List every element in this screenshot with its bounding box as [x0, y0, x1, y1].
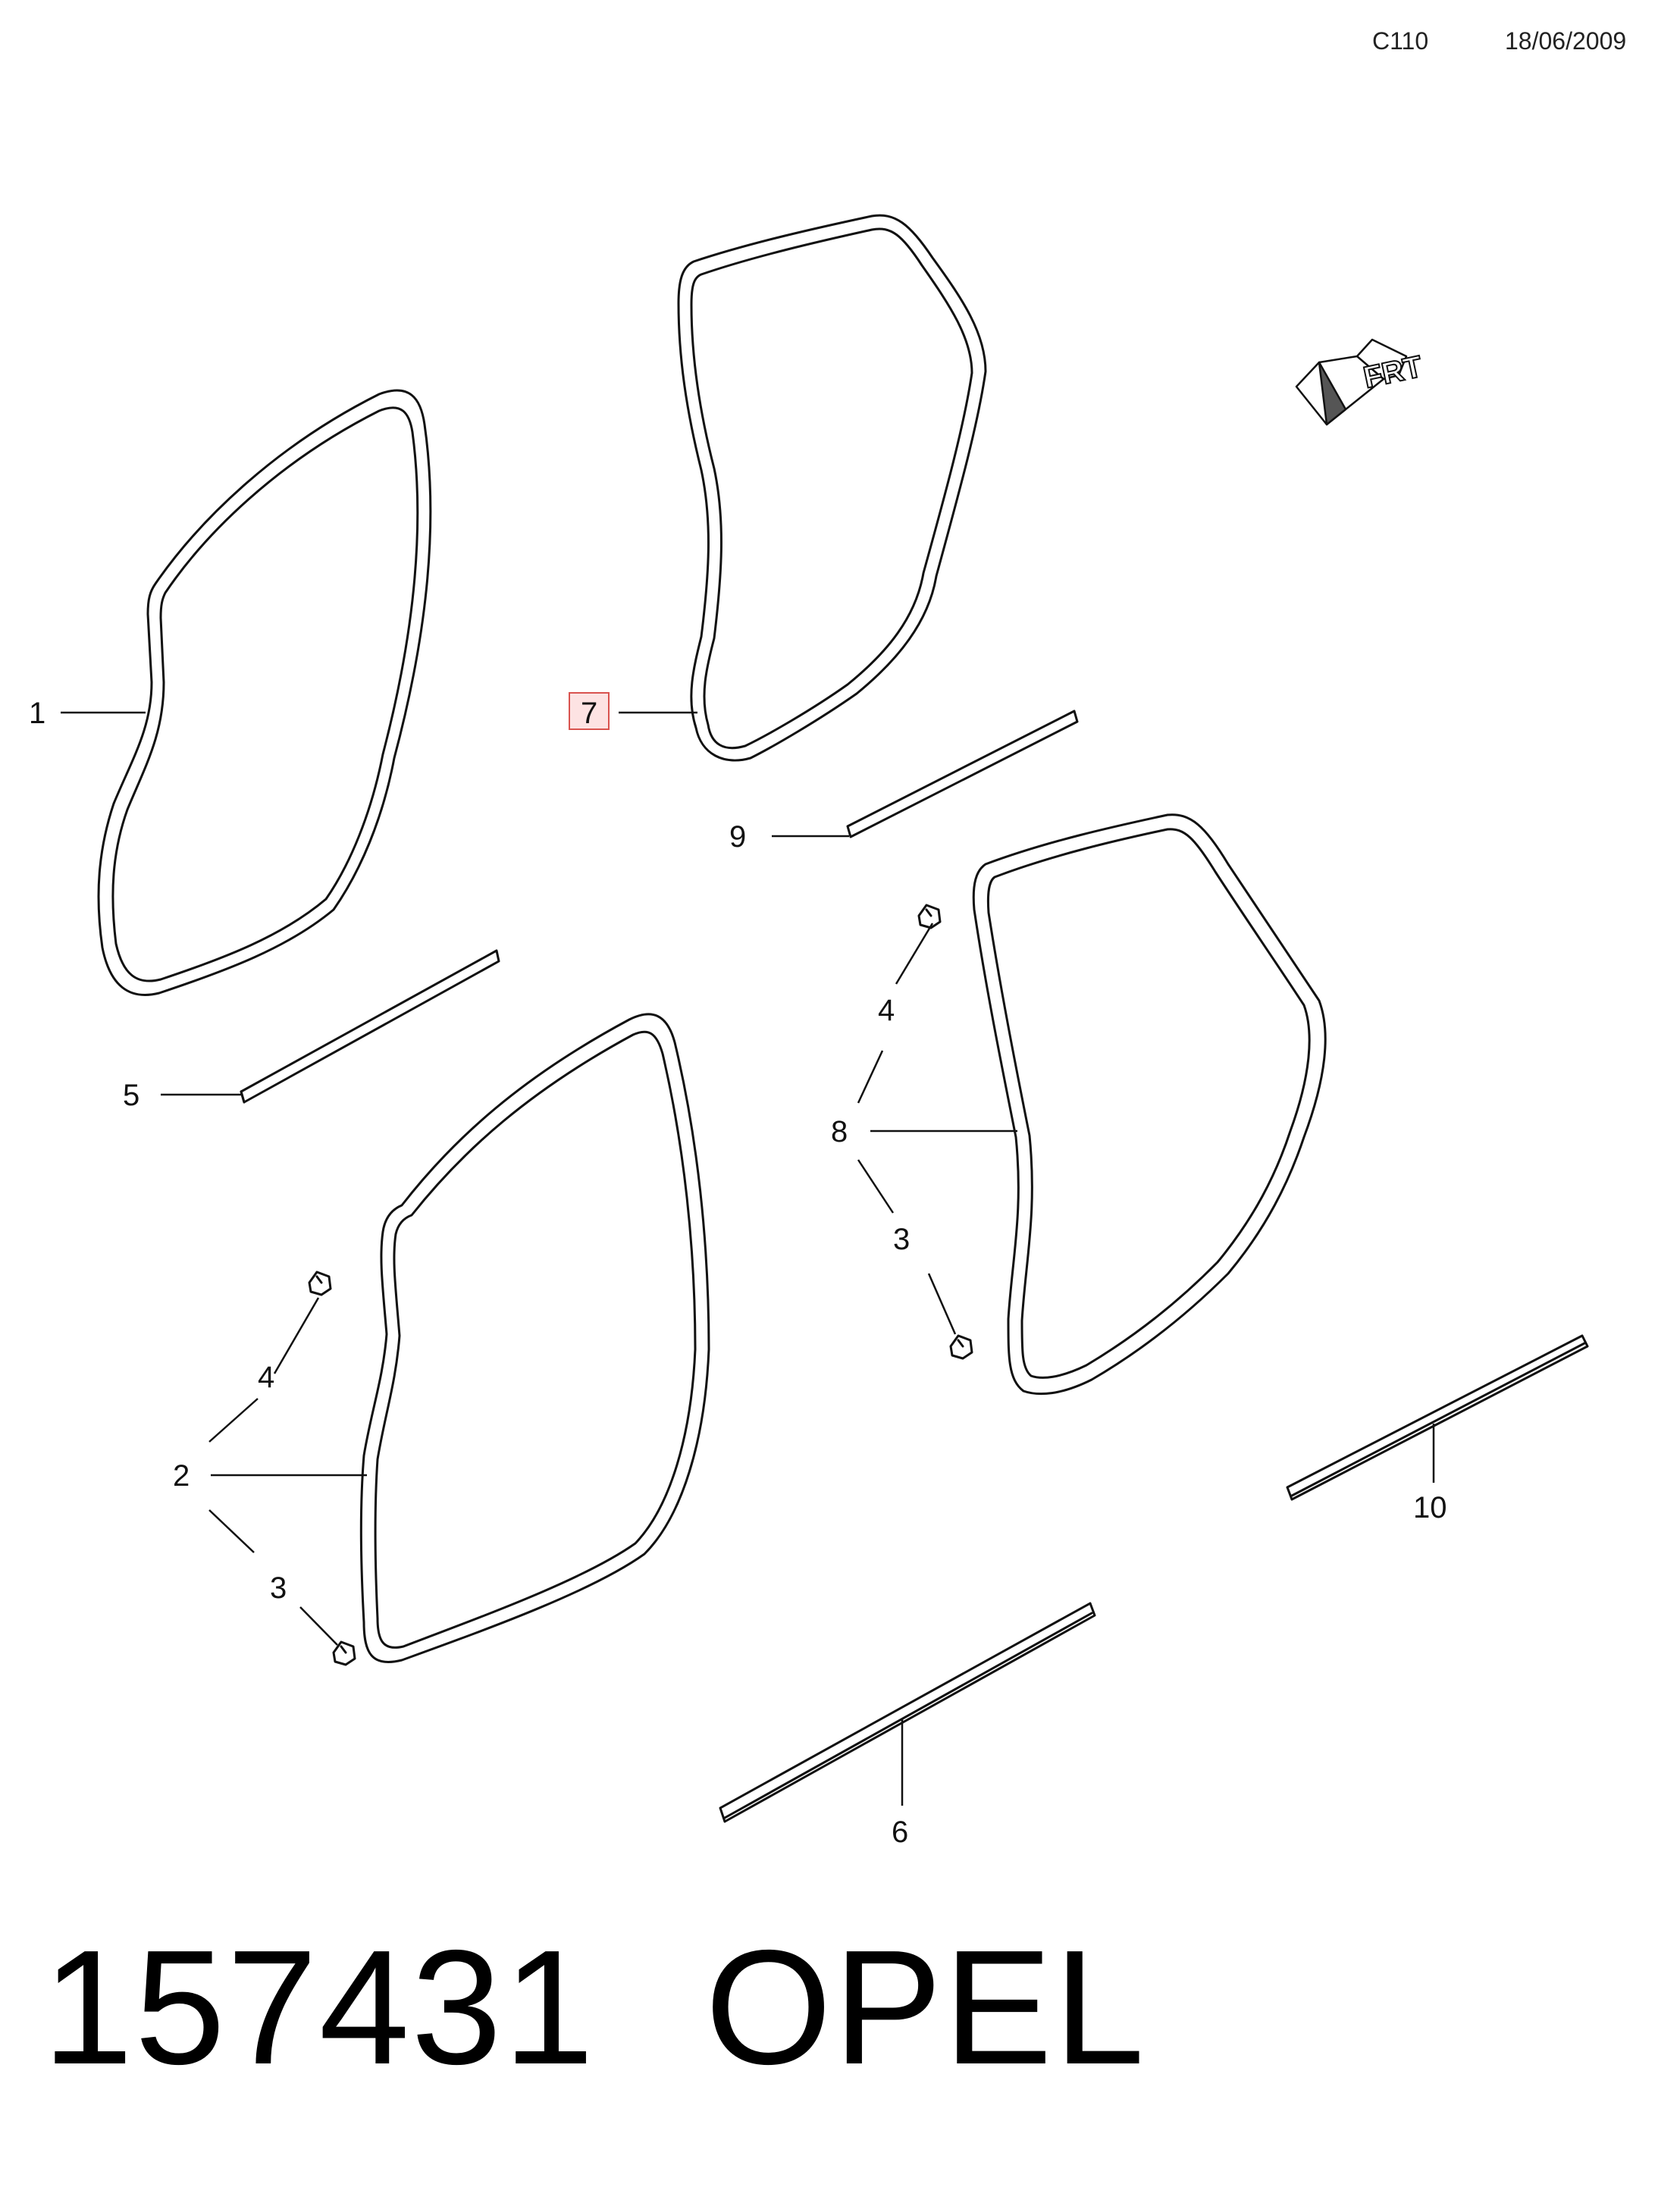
diagram-date: 18/06/2009 [1505, 27, 1627, 55]
callout-4-left[interactable]: 4 [258, 1361, 274, 1394]
door-seal-part-1[interactable] [97, 389, 432, 996]
callout-8[interactable]: 8 [831, 1115, 848, 1148]
clip-part-4-right[interactable] [917, 904, 942, 929]
sill-strip-part-6[interactable] [719, 1602, 1096, 1823]
sill-strip-part-5[interactable] [240, 949, 500, 1104]
part-number: 157431 [42, 1916, 596, 2098]
clip-part-4-left[interactable] [308, 1270, 332, 1296]
callout-7-highlight[interactable] [569, 692, 610, 730]
callout-3-left[interactable]: 3 [270, 1571, 287, 1605]
clip-part-3-left[interactable] [332, 1640, 356, 1666]
leader-lines [61, 711, 1435, 1806]
callout-9[interactable]: 9 [729, 820, 746, 854]
door-seal-part-2[interactable] [359, 1013, 710, 1664]
sill-strip-part-9[interactable] [846, 710, 1079, 838]
diagram-code: C110 [1372, 27, 1429, 55]
callout-10[interactable]: 10 [1413, 1491, 1447, 1524]
callout-1[interactable]: 1 [29, 697, 45, 730]
sill-strip-part-10[interactable] [1286, 1334, 1589, 1501]
callout-7[interactable]: 7 [581, 697, 597, 730]
door-seal-part-7[interactable] [677, 214, 987, 762]
callout-3-right[interactable]: 3 [893, 1223, 910, 1256]
callout-4-right[interactable]: 4 [878, 994, 895, 1027]
callout-5[interactable]: 5 [123, 1079, 139, 1112]
clip-part-3-right[interactable] [949, 1334, 973, 1360]
callout-2[interactable]: 2 [173, 1459, 190, 1493]
brand-name: OPEL [705, 1916, 1146, 2098]
door-seal-part-8[interactable] [972, 813, 1327, 1396]
frt-arrow-icon [1295, 338, 1408, 426]
callout-6[interactable]: 6 [892, 1816, 908, 1849]
